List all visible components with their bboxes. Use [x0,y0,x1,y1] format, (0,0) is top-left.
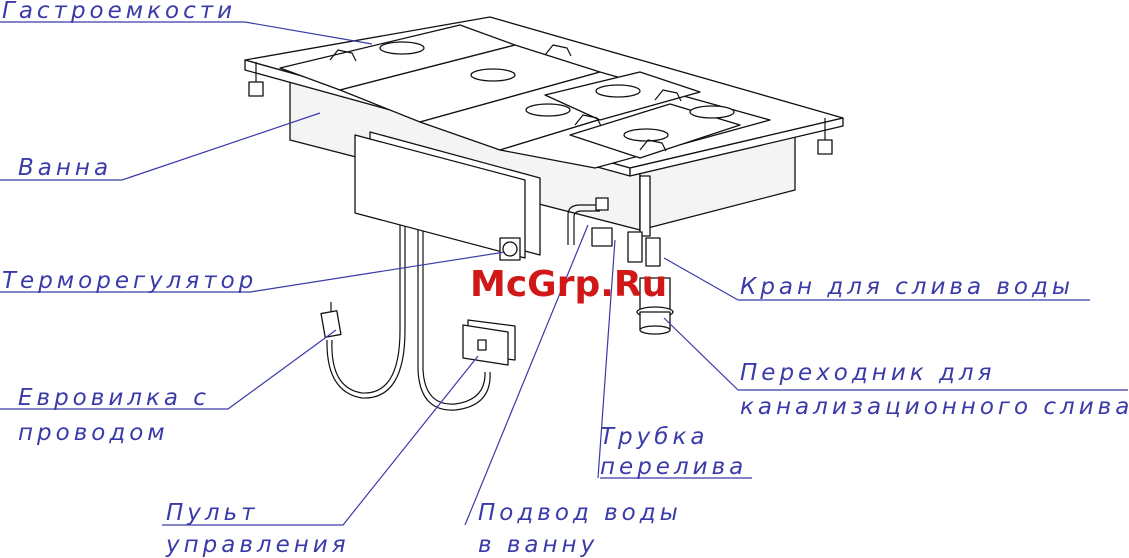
label-water-inlet-line2: в ванну [478,532,598,558]
label-thermostat: Терморегулятор [2,268,257,294]
label-water-inlet-line1: Подвод воды [478,500,682,526]
equipment-drawing [245,17,843,410]
power-cable [332,205,400,393]
label-overflow-tube-line1: Трубка [600,424,708,450]
label-control-panel-line2: управления [165,532,350,558]
label-overflow-tube-line2: перелива [600,454,747,480]
euro-plug [321,302,341,337]
label-euro-plug-line1: Евровилка с [18,385,210,411]
watermark: McGrp.Ru [470,264,667,305]
label-bath: Ванна [18,155,112,181]
label-control-panel-line1: Пульт [166,500,259,526]
label-gastronorm: Гастроемкости [2,0,236,24]
label-euro-plug-line2: проводом [18,420,169,446]
remote-control-box [463,320,515,365]
label-adapter-line1: Переходник для [740,360,995,386]
thermostat-knob [500,238,520,260]
water-inlet-pipe [568,198,612,246]
label-drain-tap: Кран для слива воды [740,274,1074,300]
label-adapter-line2: канализационного слива [740,394,1129,420]
